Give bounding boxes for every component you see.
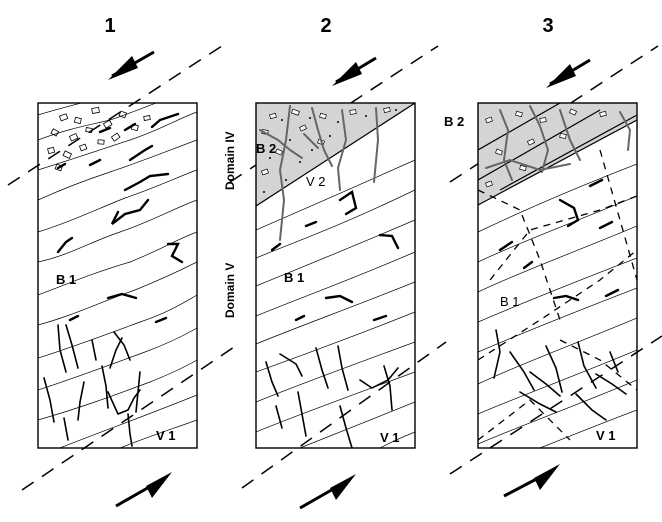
foliation-lines-3: [478, 163, 637, 448]
label-v2-panel-2: V 2: [306, 174, 326, 189]
panel-3: 3: [444, 15, 662, 498]
panel-2: 2: [223, 15, 447, 510]
domain-v-label: Domain V: [223, 263, 237, 318]
breccia-band-1: [47, 106, 151, 172]
label-b1-panel-2: B 1: [284, 270, 304, 285]
panel-frame-1: [37, 102, 198, 449]
fracture-dashes-3: [478, 149, 637, 441]
shear-arrow-lower-2: [299, 474, 356, 510]
breccia-clasts-3: [485, 108, 607, 188]
v2-veins-2: [259, 105, 380, 241]
label-b2-panel-3: B 2: [444, 114, 464, 129]
breccia-band-3: [478, 103, 637, 205]
label-b1-panel-3: B 1: [500, 294, 520, 309]
shear-arrow-lower-1: [115, 472, 172, 508]
domain-iv-label: Domain IV: [223, 131, 237, 190]
stage-number-3: 3: [542, 15, 553, 37]
breccia-dots-2: [263, 109, 397, 193]
foliation-lines-1: [38, 103, 197, 448]
label-b2-panel-2: B 2: [256, 141, 276, 156]
b1-fold-segments-2: [270, 190, 400, 322]
shear-boundaries-1: [7, 41, 241, 491]
panel-1: 1: [7, 15, 241, 508]
stage-number-1: 1: [104, 15, 115, 37]
breccia-lines-3: [478, 103, 637, 191]
stage-number-2: 2: [320, 15, 331, 37]
b1-fold-segments-3: [498, 178, 620, 302]
label-v1-panel-1: V 1: [156, 428, 176, 443]
label-v1-panel-2: V 1: [380, 430, 400, 445]
shear-arrow-upper-3: [546, 58, 591, 88]
v1-vein-network-1: [43, 324, 141, 447]
shear-arrow-lower-3: [503, 464, 560, 498]
shear-arrow-upper-2: [332, 56, 377, 86]
breccia-veins-3: [485, 105, 632, 181]
label-v1-panel-3: V 1: [596, 428, 616, 443]
panel-frame-2: [255, 102, 416, 449]
v1-vein-network-3: [493, 329, 627, 421]
v1-vein-network-2: [265, 345, 399, 448]
panel-frame-3: [477, 102, 638, 449]
foliation-lines-2: [256, 159, 415, 448]
b1-fold-segments-1: [56, 112, 184, 324]
label-b1-panel-1: B 1: [56, 272, 76, 287]
shear-arrow-upper-1: [108, 50, 155, 80]
